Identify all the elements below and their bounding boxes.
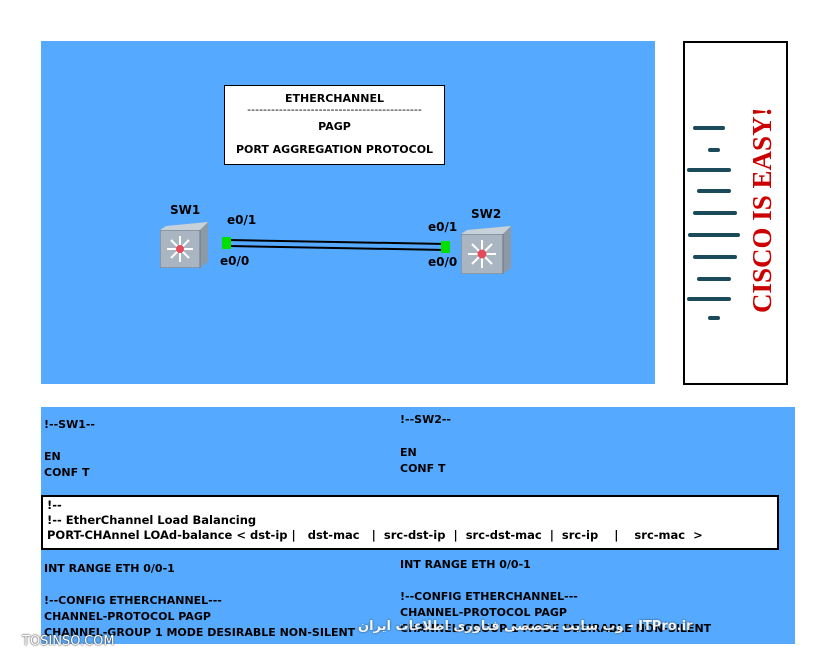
cisco-slogan: CISCO IS EASY!: [747, 107, 777, 313]
title-separator: ----------------------------------------…: [247, 103, 422, 116]
sw1-config-line-2: CONF T: [44, 466, 90, 479]
sw1-label: SW1: [170, 203, 201, 217]
watermark-left: TOSINSO.COM: [22, 634, 115, 649]
link-e0-1: [228, 239, 447, 245]
load-balancing-line-1: !--: [47, 498, 62, 512]
sw1-port-e0-1-label: e0/1: [227, 213, 257, 227]
title-line-1: ETHERCHANNEL: [285, 92, 384, 105]
sw2-etherchannel-line-2: CHANNEL-PROTOCOL PAGP: [400, 606, 567, 619]
load-balancing-box: !-- !-- EtherChannel Load Balancing PORT…: [41, 495, 779, 550]
sw1-port-e0-0-label: e0/0: [220, 254, 250, 268]
sw1-config-line-1: EN: [44, 450, 61, 463]
cisco-logo-panel: CISCO IS EASY!: [683, 41, 788, 385]
sw2-etherchannel-line-1: !--CONFIG ETHERCHANNEL---: [400, 590, 578, 603]
link-e0-0: [228, 245, 447, 251]
sw1-int-range: INT RANGE ETH 0/0-1: [44, 562, 175, 575]
sw1-config-header: !--SW1--: [44, 418, 95, 431]
sw1-switch-icon[interactable]: [159, 222, 208, 269]
sw2-switch-icon[interactable]: [460, 226, 511, 275]
sw2-config-line-2: CONF T: [400, 462, 446, 475]
title-line-3: PORT AGGREGATION PROTOCOL: [235, 143, 434, 156]
sw2-config-line-1: EN: [400, 446, 417, 459]
watermark-center: وب سایت تخصصی فناوری اطلاعات ایران - ITP…: [358, 619, 693, 634]
sw2-label: SW2: [471, 207, 502, 221]
cisco-logo-icon: CISCO IS EASY!: [687, 107, 777, 320]
sw1-etherchannel-line-3: CHANNEL-GROUP 1 MODE DESIRABLE NON-SILEN…: [44, 626, 356, 639]
sw1-port-indicator: [222, 237, 231, 249]
sw2-etherchannel-line-3: CHANNEL-GROUP 1 MODE DESIRABLE NON-SILEN…: [400, 622, 712, 635]
sw1-etherchannel-line-1: !--CONFIG ETHERCHANNEL---: [44, 594, 222, 607]
sw2-port-e0-1-label: e0/1: [428, 220, 458, 234]
sw2-int-range: INT RANGE ETH 0/0-1: [400, 558, 531, 571]
load-balancing-line-3: PORT-CHAnnel LOAd-balance < dst-ip | dst…: [47, 528, 703, 542]
title-line-2: PAGP: [318, 120, 351, 133]
sw1-etherchannel-line-2: CHANNEL-PROTOCOL PAGP: [44, 610, 211, 623]
load-balancing-line-2: !-- EtherChannel Load Balancing: [47, 513, 257, 527]
diagram-title-box: ETHERCHANNEL ---------------------------…: [224, 85, 445, 165]
sw2-config-header: !--SW2--: [400, 413, 451, 426]
sw2-port-indicator: [441, 241, 450, 253]
sw2-port-e0-0-label: e0/0: [428, 255, 458, 269]
